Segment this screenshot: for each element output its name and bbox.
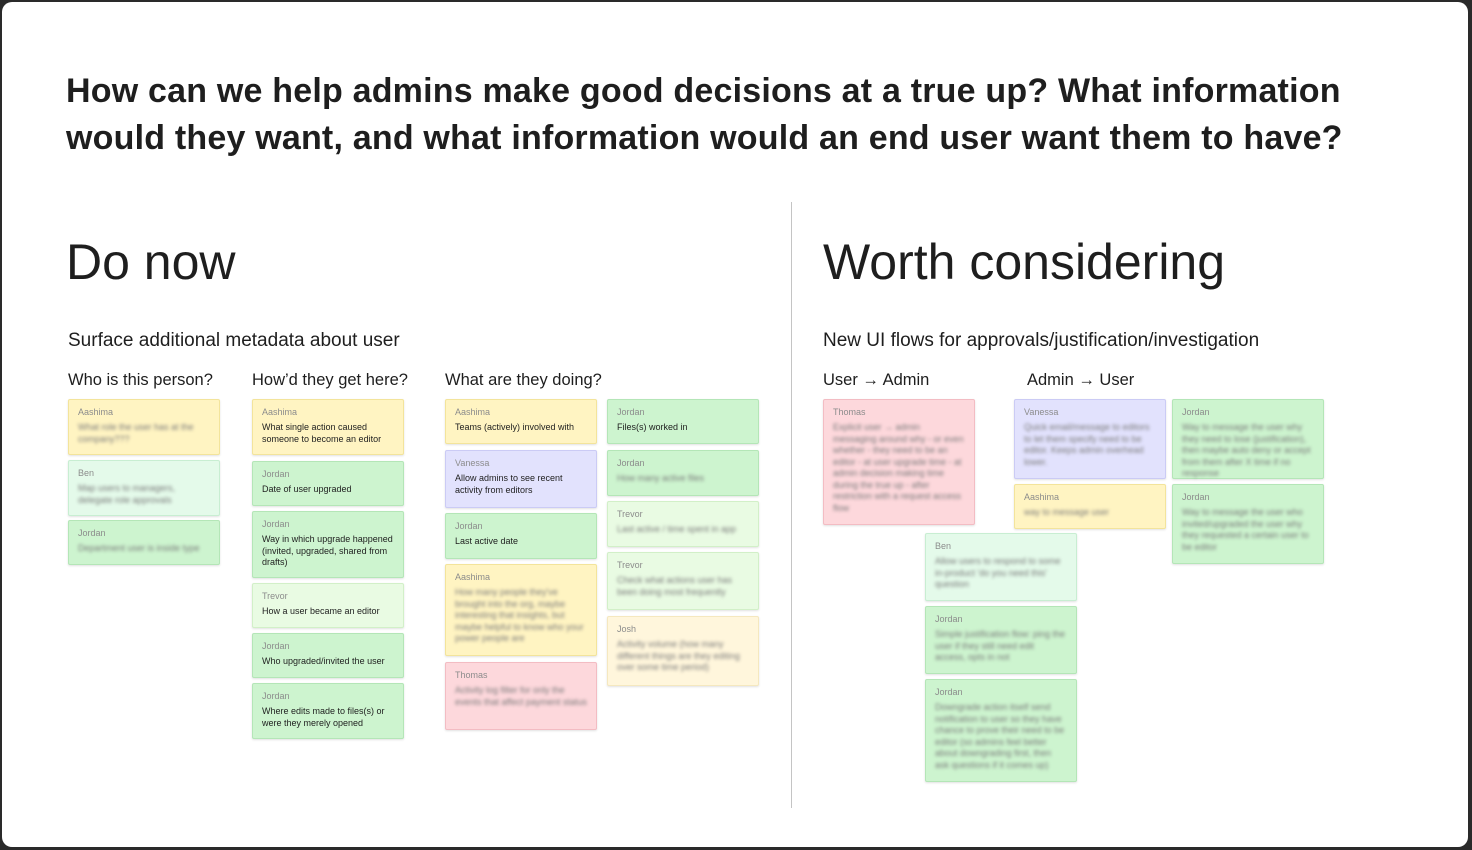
note-text: Way in which upgrade happened (invited, … <box>262 534 393 567</box>
note-author: Jordan <box>617 458 645 468</box>
note-text: Allow admins to see recent activity from… <box>455 473 563 495</box>
note-text: Last active date <box>455 536 519 546</box>
note-author: Thomas <box>455 670 488 680</box>
note-author: Jordan <box>1182 492 1210 502</box>
note-author: Trevor <box>617 560 643 570</box>
section-title-do-now: Do now <box>66 234 236 290</box>
note-text: Date of user upgraded <box>262 484 352 494</box>
column-title-admin-to-user: Admin → User <box>1027 371 1135 389</box>
section-title-worth-considering: Worth considering <box>823 234 1226 290</box>
sticky-note[interactable]: Aashima way to message user <box>1014 484 1166 529</box>
note-text: Check what actions user has been doing m… <box>617 575 733 597</box>
note-author: Jordan <box>617 407 645 417</box>
note-author: Jordan <box>262 519 290 529</box>
group-title-ui-flows: New UI flows for approvals/justification… <box>823 330 1260 351</box>
group-title-metadata: Surface additional metadata about user <box>68 330 400 351</box>
column-title-how: How’d they get here? <box>252 371 408 389</box>
note-text: Allow users to respond to some in-produc… <box>935 556 1061 589</box>
section-divider <box>791 202 792 808</box>
note-author: Jordan <box>935 687 963 697</box>
note-author: Vanessa <box>1024 407 1059 417</box>
note-text: Teams (actively) involved with <box>455 422 575 432</box>
note-text: Way to message the user who invited/upgr… <box>1182 507 1309 552</box>
note-text: How many people they've brought into the… <box>455 587 584 643</box>
note-author: Ben <box>78 468 95 478</box>
note-author: Thomas <box>833 407 866 417</box>
note-text: Who upgraded/invited the user <box>262 656 385 666</box>
note-author: Jordan <box>1182 407 1210 417</box>
note-author: Aashima <box>455 572 491 582</box>
note-author: Jordan <box>78 528 106 538</box>
note-text: Activity volume (how many different thin… <box>617 639 740 672</box>
note-author: Aashima <box>78 407 114 417</box>
note-author: Aashima <box>262 407 298 417</box>
note-text: What single action caused someone to bec… <box>262 422 382 444</box>
column-title-who: Who is this person? <box>68 371 213 389</box>
note-author: Jordan <box>262 691 290 701</box>
note-text: Explicit user → admin messaging around w… <box>833 422 964 513</box>
note-text: How many active files <box>617 473 705 483</box>
note-text: Way to message the user why they need to… <box>1182 422 1311 478</box>
note-text: Last active / time spent in app <box>617 524 737 534</box>
note-author: Aashima <box>455 407 491 417</box>
note-author: Jordan <box>935 614 963 624</box>
column-title-what: What are they doing? <box>445 371 602 389</box>
column-title-user-to-admin: User → Admin <box>823 371 930 389</box>
note-text: Activity log filter for only the events … <box>455 685 587 707</box>
note-text: Department user is inside type <box>78 543 200 553</box>
note-author: Josh <box>617 624 637 634</box>
note-text: Files(s) worked in <box>617 422 688 432</box>
note-text: Downgrade action itself send notificatio… <box>935 702 1065 770</box>
note-text: Simple justification flow: ping the user… <box>935 629 1066 662</box>
note-text: What role the user has at the company??? <box>78 422 194 444</box>
note-text: Where edits made to files(s) or were the… <box>262 706 385 728</box>
note-text: How a user became an editor <box>262 606 380 616</box>
note-author: Jordan <box>262 469 290 479</box>
note-author: Jordan <box>262 641 290 651</box>
note-text: way to message user <box>1024 507 1110 517</box>
note-text: Map users to managers, delegate role app… <box>78 483 176 505</box>
page-question: How can we help admins make good decisio… <box>66 72 1343 157</box>
note-author: Trevor <box>262 591 288 601</box>
note-author: Ben <box>935 541 952 551</box>
note-text: Quick email/message to editors to let th… <box>1024 422 1150 467</box>
note-author: Vanessa <box>455 458 490 468</box>
note-author: Jordan <box>455 521 483 531</box>
note-author: Aashima <box>1024 492 1060 502</box>
note-author: Trevor <box>617 509 643 519</box>
